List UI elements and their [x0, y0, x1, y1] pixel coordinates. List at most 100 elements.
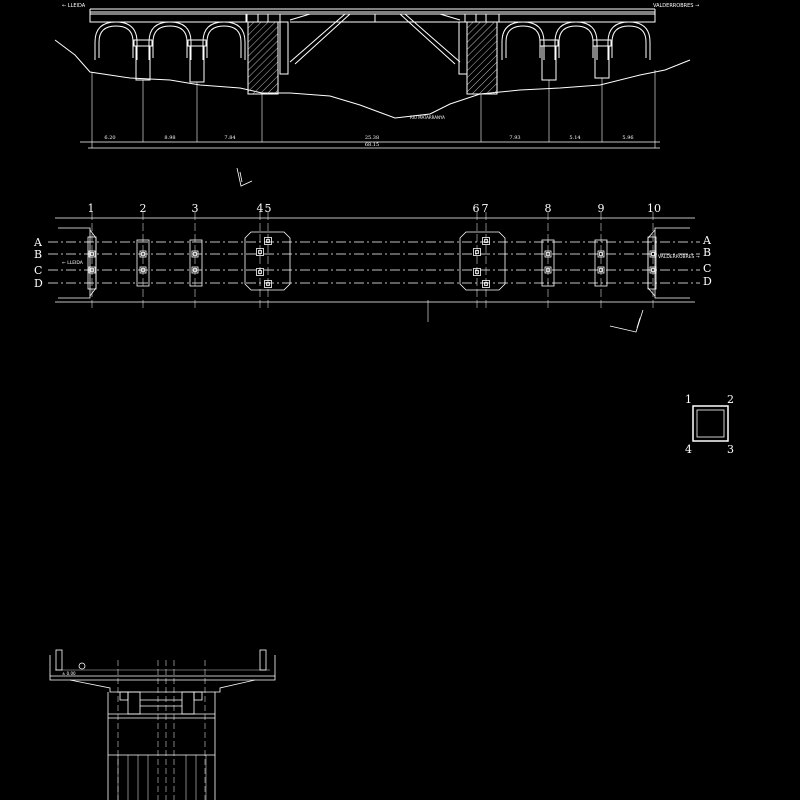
axis-label-right-B: B [703, 246, 711, 259]
right-railing [259, 649, 267, 671]
total-dim: 68.15 [365, 142, 379, 148]
column-square [473, 268, 481, 276]
pier-label-2: 2 [140, 202, 147, 215]
terrain-left [54, 39, 691, 119]
column-square [597, 266, 605, 274]
column-square [264, 237, 272, 245]
plan-right-abutment [654, 227, 690, 299]
span-dim-1: 6.20 [104, 135, 115, 141]
tube-outer [692, 405, 729, 442]
column-core [90, 268, 94, 272]
axis-label-left-C: C [34, 264, 42, 277]
axis-label-right-A: A [702, 234, 712, 247]
column-square [88, 250, 96, 258]
left-arches [89, 13, 248, 83]
plan-left-abutment [58, 227, 91, 299]
column-square [88, 266, 96, 274]
river-label: RIU MATARRANYA [410, 115, 445, 120]
pier-label-10: 10 [647, 202, 661, 215]
arch-1 [94, 21, 138, 60]
axis-label-left-D: D [34, 277, 43, 290]
span-dim-6: 5.14 [569, 135, 580, 141]
corner-label-3: 3 [727, 443, 734, 456]
column-square [191, 266, 199, 274]
column-core [193, 268, 197, 272]
pier-label-6: 6 [473, 202, 480, 215]
arch-4 [501, 21, 545, 60]
column-square [649, 250, 657, 258]
column-core [266, 239, 270, 243]
column-square [544, 266, 552, 274]
plan-pier-10 [647, 236, 657, 290]
plan-pier-8 [541, 239, 555, 287]
elevation-left-direction: ← LLEIDA [62, 3, 86, 9]
column-core [266, 282, 270, 286]
pier-body [107, 692, 216, 800]
left-railing [55, 649, 63, 671]
plan-left-direction: ← LLEIDA [62, 260, 84, 266]
column-core [258, 250, 262, 254]
column-core [651, 268, 655, 272]
central-truss [289, 13, 461, 65]
column-square [649, 266, 657, 274]
column-square [264, 280, 272, 288]
plan-axis-lines [48, 241, 700, 284]
span-dim-3: 7.84 [224, 135, 235, 141]
axis-label-right-D: D [703, 275, 712, 288]
column-square [139, 266, 147, 274]
span-dim-4: 25.38 [365, 135, 379, 141]
right-abutment-hatched [466, 21, 498, 95]
column-core [475, 270, 479, 274]
plan-pier-1 [87, 236, 97, 290]
pier-label-4: 4 [257, 202, 264, 215]
dimension-guides [91, 70, 656, 148]
column-core [475, 250, 479, 254]
left-abutment-hatched [247, 21, 279, 95]
column-core [484, 239, 488, 243]
column-core [141, 252, 145, 256]
bridge-elevation: ← LLEIDA VALDERROBRES → [54, 3, 699, 187]
arch-6 [607, 21, 651, 60]
column-square [256, 268, 264, 276]
cross-section: ± 0.00 [49, 649, 276, 800]
bearing-right [181, 691, 195, 715]
column-core [599, 252, 603, 256]
column-core [141, 268, 145, 272]
pier-label-7: 7 [482, 202, 489, 215]
span-dim-5: 7.93 [509, 135, 520, 141]
column-core [193, 252, 197, 256]
axis-label-left-A: A [33, 236, 43, 249]
axis-label-right-C: C [703, 262, 711, 275]
pier-label-9: 9 [598, 202, 605, 215]
column-core [546, 252, 550, 256]
plan-large-pier-6 [459, 231, 506, 291]
column-square [482, 237, 490, 245]
plan-pier-2 [136, 239, 150, 287]
column-core [258, 270, 262, 274]
pier-label-5: 5 [265, 202, 272, 215]
arch-5 [554, 21, 598, 60]
column-square [191, 250, 199, 258]
north-arrow-plan [609, 309, 644, 333]
column-core [651, 252, 655, 256]
elevation-right-direction: VALDERROBRES → [653, 3, 699, 9]
plan-pier-9 [594, 239, 608, 287]
axis-label-left-B: B [34, 248, 42, 261]
column-core [546, 268, 550, 272]
column-square [473, 248, 481, 256]
column-core [90, 252, 94, 256]
bridge-plan: ← LLEIDA VALDERROBRES → [48, 212, 700, 333]
plan-pier-3 [189, 239, 203, 287]
deck-slab [49, 655, 276, 693]
section-level-note: ± 0.00 [62, 671, 76, 676]
corner-label-4: 4 [685, 443, 692, 456]
pier-label-3: 3 [192, 202, 199, 215]
column-square [256, 248, 264, 256]
arch-3 [202, 21, 246, 60]
plan-right-direction: VALDERROBRES → [658, 254, 700, 260]
span-dim-7: 5.96 [622, 135, 633, 141]
north-arrow-elevation [236, 167, 253, 187]
corner-label-1: 1 [685, 393, 692, 406]
pier-label-1: 1 [88, 202, 95, 215]
